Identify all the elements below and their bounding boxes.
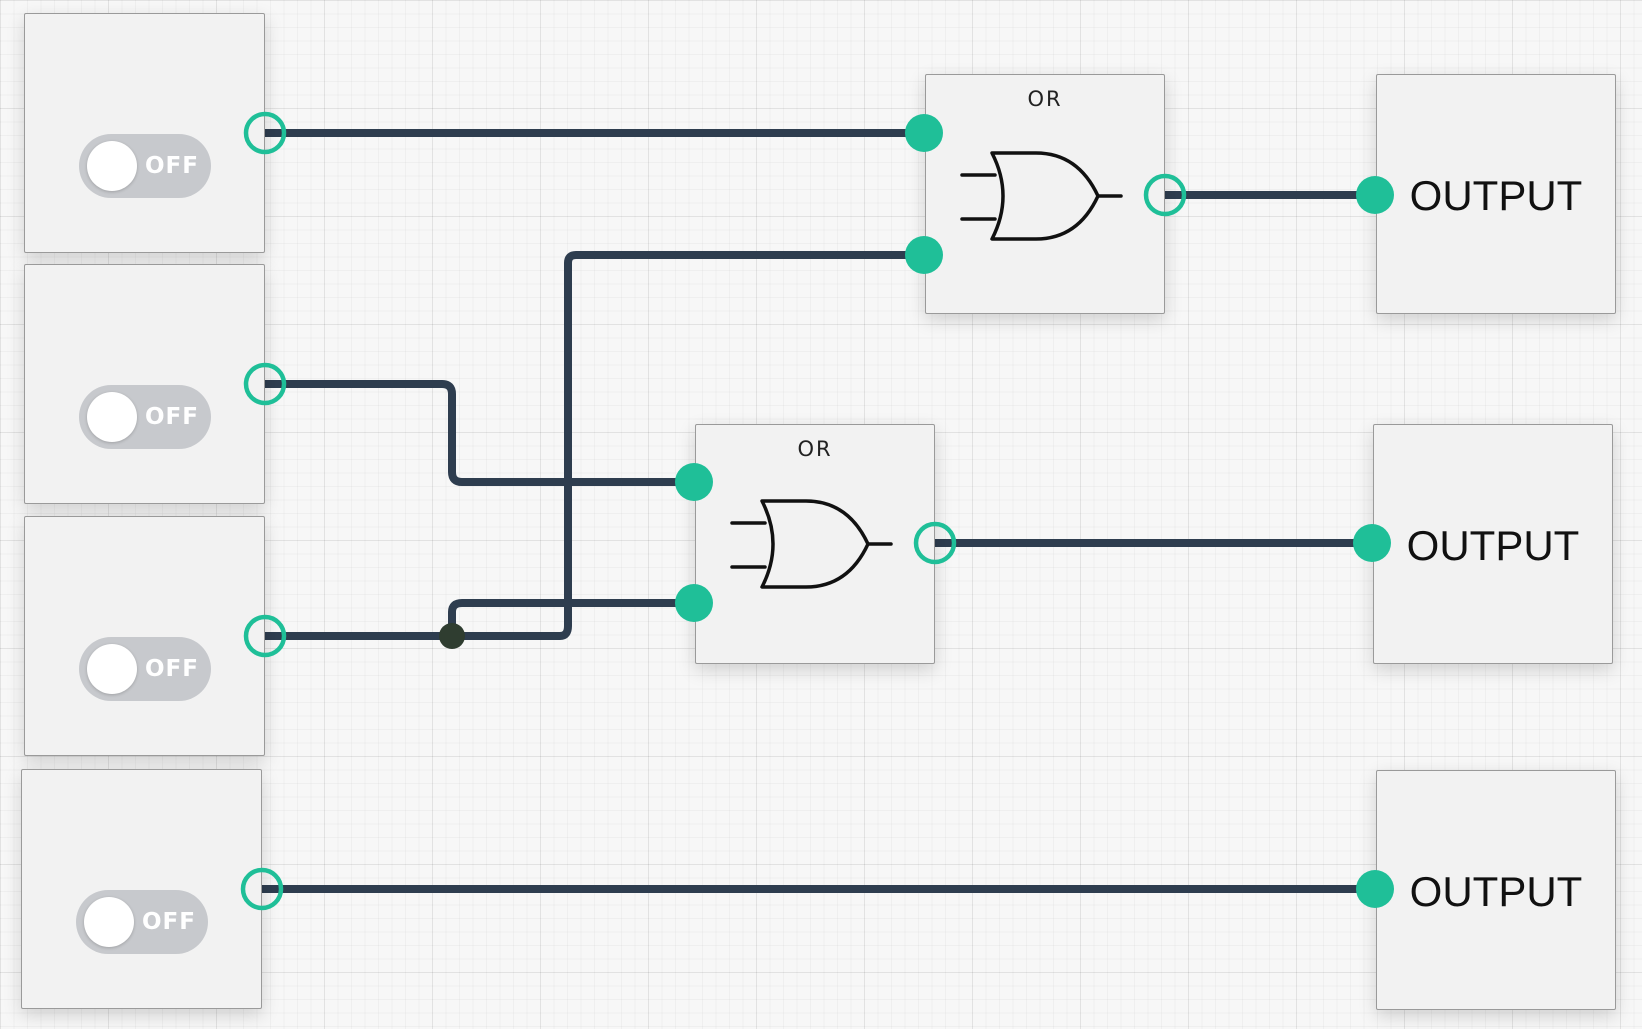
output-label: OUTPUT [1409, 172, 1583, 219]
output-node-2[interactable]: OUTPUT [1373, 424, 1613, 664]
switch-state-label: OFF [145, 656, 199, 682]
switch-state-label: OFF [142, 909, 196, 935]
input-switch-node-4[interactable]: OFF [21, 769, 262, 1009]
or-gate-node-1[interactable]: OR [925, 74, 1165, 314]
output-label: OUTPUT [1406, 522, 1580, 569]
wire-input2-to-or2-a[interactable] [261, 380, 696, 486]
output-node-3[interactable]: OUTPUT [1376, 770, 1616, 1010]
wire-input3-to-or1-b[interactable] [261, 251, 926, 640]
input-switch-node-3[interactable]: OFF [24, 516, 265, 756]
toggle-switch[interactable]: OFF [79, 134, 211, 198]
input-switch-node-1[interactable]: OFF [24, 13, 265, 253]
switch-knob [87, 141, 137, 191]
gate-label: OR [797, 437, 833, 461]
toggle-switch[interactable]: OFF [79, 637, 211, 701]
switch-knob [87, 644, 137, 694]
output-label: OUTPUT [1409, 868, 1583, 915]
toggle-switch[interactable]: OFF [79, 385, 211, 449]
gate-label: OR [1027, 87, 1063, 111]
switch-state-label: OFF [145, 404, 199, 430]
switch-knob [84, 897, 134, 947]
or-gate-icon [730, 499, 893, 589]
output-node-1[interactable]: OUTPUT [1376, 74, 1616, 314]
switch-knob [87, 392, 137, 442]
or-gate-icon [960, 151, 1123, 241]
or-gate-node-2[interactable]: OR [695, 424, 935, 664]
switch-state-label: OFF [145, 153, 199, 179]
input-switch-node-2[interactable]: OFF [24, 264, 265, 504]
wire-junction-to-or2-b[interactable] [448, 599, 696, 640]
toggle-switch[interactable]: OFF [76, 890, 208, 954]
